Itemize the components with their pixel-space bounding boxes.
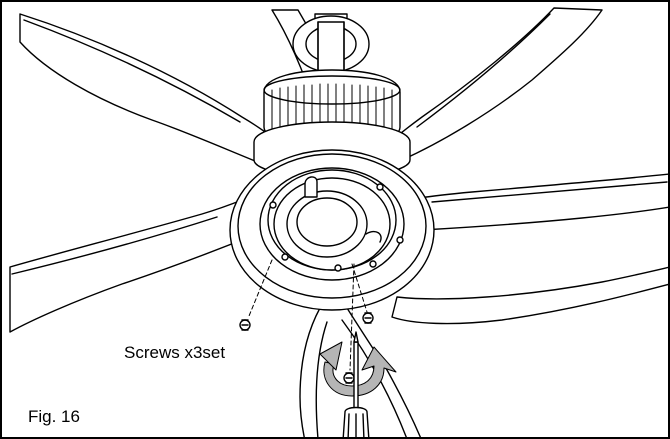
mounting-plate (273, 177, 391, 271)
fan-blade (299, 307, 422, 437)
screw-icon (343, 372, 355, 384)
fan-blade (391, 266, 668, 325)
screw-icon (362, 312, 374, 324)
fan-blade (19, 13, 295, 168)
screw-icon (239, 319, 251, 331)
rotate-arrow-icon (323, 346, 397, 397)
screwdriver-icon (342, 331, 370, 437)
fan-blade (383, 7, 603, 161)
screws-callout-label: Screws x3set (124, 343, 226, 362)
figure-caption: Fig. 16 (28, 407, 80, 426)
fan-blade (419, 173, 668, 231)
